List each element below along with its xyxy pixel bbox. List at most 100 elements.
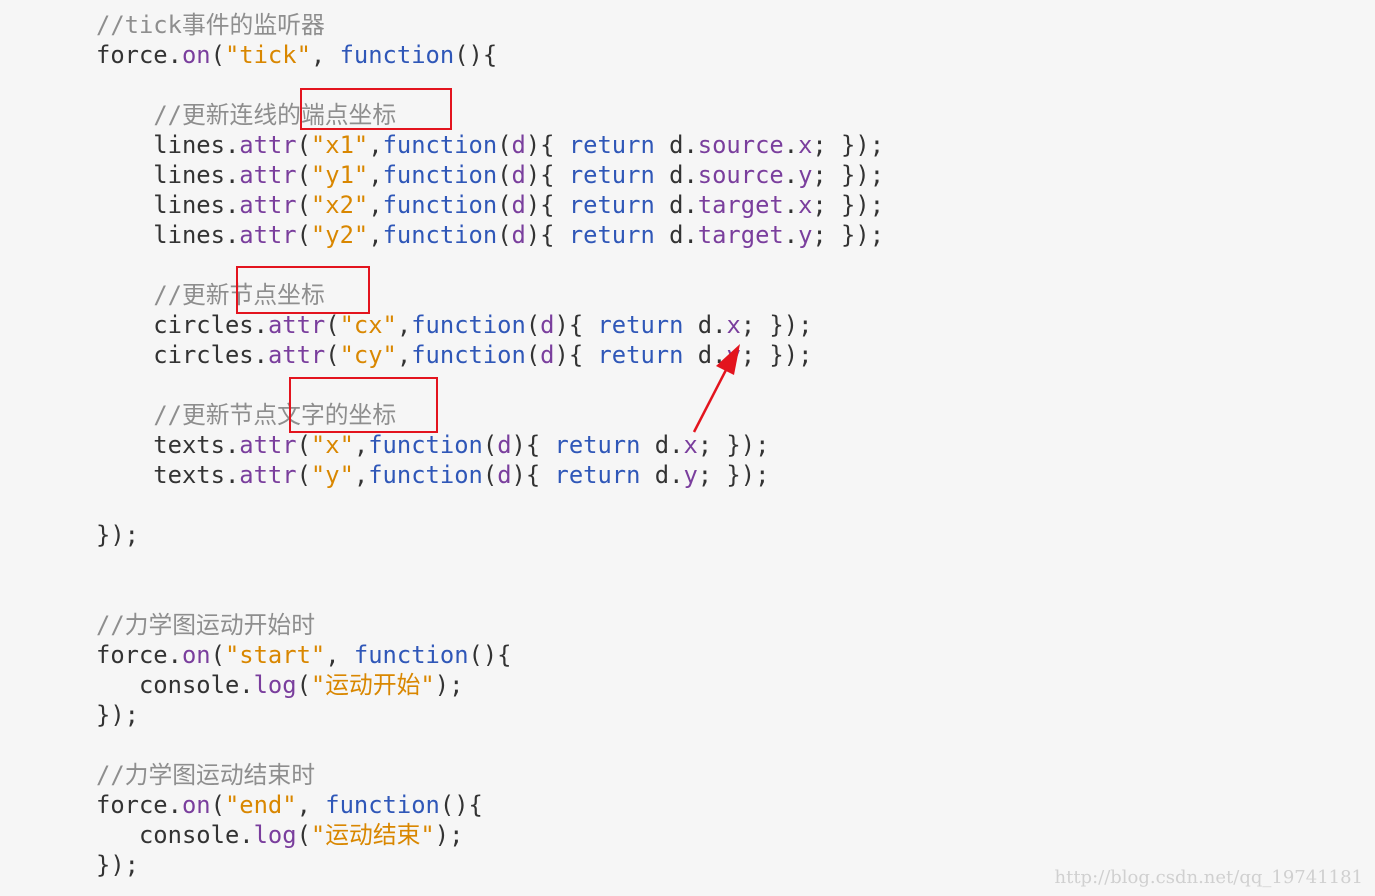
code-line: lines.attr("x1",function(d){ return d.so… bbox=[96, 130, 884, 160]
code-line: //力学图运动开始时 bbox=[96, 610, 884, 640]
code-property: y bbox=[683, 461, 698, 489]
code-keyword: function bbox=[368, 431, 483, 459]
code-property: attr bbox=[239, 461, 297, 489]
code-text: ; }); bbox=[697, 431, 770, 459]
code-text: ; }); bbox=[812, 191, 885, 219]
code-string: "cx" bbox=[339, 311, 397, 339]
code-text: ; }); bbox=[812, 221, 885, 249]
code-text: , bbox=[353, 431, 369, 459]
code-text: , bbox=[368, 191, 383, 219]
code-line: circles.attr("cx",function(d){ return d.… bbox=[96, 310, 884, 340]
code-text: ( bbox=[497, 221, 512, 249]
code-text: }); bbox=[96, 851, 139, 879]
code-property: d bbox=[511, 221, 526, 249]
code-text: circles. bbox=[96, 341, 268, 369]
code-string: "start" bbox=[224, 641, 326, 669]
code-text: console. bbox=[96, 821, 254, 849]
code-property: source bbox=[697, 161, 784, 189]
code-line: //更新节点文字的坐标 bbox=[96, 400, 884, 430]
code-text: lines. bbox=[96, 221, 240, 249]
code-comment: //力学图运动开始时 bbox=[96, 611, 316, 639]
code-property: on bbox=[181, 41, 211, 69]
code-line: texts.attr("y",function(d){ return d.y; … bbox=[96, 460, 884, 490]
code-line: console.log("运动开始"); bbox=[96, 670, 884, 700]
code-text: ( bbox=[525, 341, 541, 369]
code-line: force.on("start", function(){ bbox=[96, 640, 884, 670]
code-property: y bbox=[726, 341, 741, 369]
code-text: ( bbox=[482, 431, 498, 459]
code-text: ){ bbox=[525, 191, 569, 219]
code-keyword: function bbox=[339, 41, 455, 69]
code-text: , bbox=[310, 41, 340, 69]
code-text: d. bbox=[654, 221, 698, 249]
code-text: , bbox=[325, 641, 354, 669]
code-property: attr bbox=[239, 161, 297, 189]
code-text: ( bbox=[210, 41, 225, 69]
code-text: d. bbox=[654, 191, 698, 219]
code-text: ( bbox=[525, 311, 541, 339]
code-text: ){ bbox=[511, 461, 555, 489]
code-keyword: function bbox=[325, 791, 440, 819]
code-line bbox=[96, 370, 884, 400]
code-property: x bbox=[798, 131, 813, 159]
code-line bbox=[96, 580, 884, 610]
code-comment: //更新节点坐标 bbox=[153, 281, 325, 309]
code-text: , bbox=[396, 311, 412, 339]
code-text: ; }); bbox=[812, 131, 885, 159]
code-text bbox=[96, 401, 153, 429]
code-text: ( bbox=[497, 191, 512, 219]
code-text: d. bbox=[683, 311, 727, 339]
highlight-box-node-coords bbox=[236, 266, 370, 314]
code-property: y bbox=[798, 221, 813, 249]
code-text: ; }); bbox=[697, 461, 770, 489]
code-text: texts. bbox=[96, 461, 240, 489]
highlight-box-text-coords bbox=[289, 377, 438, 433]
code-property: d bbox=[497, 431, 512, 459]
code-keyword: return bbox=[554, 461, 641, 489]
code-line: }); bbox=[96, 520, 884, 550]
code-line: texts.attr("x",function(d){ return d.x; … bbox=[96, 430, 884, 460]
code-line: force.on("tick", function(){ bbox=[96, 40, 884, 70]
code-line: }); bbox=[96, 850, 884, 880]
code-property: attr bbox=[267, 311, 326, 339]
code-keyword: return bbox=[597, 311, 684, 339]
code-text: ; }); bbox=[812, 161, 885, 189]
code-text: d. bbox=[640, 431, 684, 459]
code-text: ( bbox=[210, 791, 225, 819]
code-text: ){ bbox=[525, 221, 569, 249]
code-comment: //更新节点文字的坐标 bbox=[153, 401, 397, 429]
code-string: "运动开始" bbox=[310, 671, 435, 699]
code-text: ( bbox=[296, 671, 311, 699]
code-keyword: return bbox=[568, 131, 655, 159]
code-text: , bbox=[296, 791, 326, 819]
watermark: http://blog.csdn.net/qq_19741181 bbox=[1054, 867, 1364, 888]
code-string: "tick" bbox=[224, 41, 311, 69]
code-text: ( bbox=[296, 461, 311, 489]
code-property: d bbox=[511, 161, 526, 189]
code-text: , bbox=[396, 341, 412, 369]
code-property: x bbox=[726, 311, 741, 339]
code-text: ( bbox=[296, 131, 311, 159]
code-text: force. bbox=[96, 41, 182, 69]
code-text: texts. bbox=[96, 431, 240, 459]
code-line: lines.attr("x2",function(d){ return d.ta… bbox=[96, 190, 884, 220]
code-text: force. bbox=[96, 791, 182, 819]
code-text: . bbox=[783, 131, 799, 159]
code-keyword: return bbox=[568, 191, 655, 219]
code-text: (){ bbox=[468, 641, 512, 669]
code-string: "x1" bbox=[310, 131, 369, 159]
code-text: d. bbox=[654, 131, 698, 159]
code-line bbox=[96, 550, 884, 580]
code-text: . bbox=[783, 221, 799, 249]
code-line: //更新节点坐标 bbox=[96, 280, 884, 310]
code-line: lines.attr("y1",function(d){ return d.so… bbox=[96, 160, 884, 190]
code-text: ( bbox=[296, 221, 311, 249]
code-text: ( bbox=[325, 341, 340, 369]
code-keyword: function bbox=[353, 641, 469, 669]
code-keyword: return bbox=[554, 431, 641, 459]
code-line bbox=[96, 490, 884, 520]
code-text: force. bbox=[96, 641, 182, 669]
code-property: attr bbox=[239, 221, 297, 249]
code-property: target bbox=[697, 191, 784, 219]
